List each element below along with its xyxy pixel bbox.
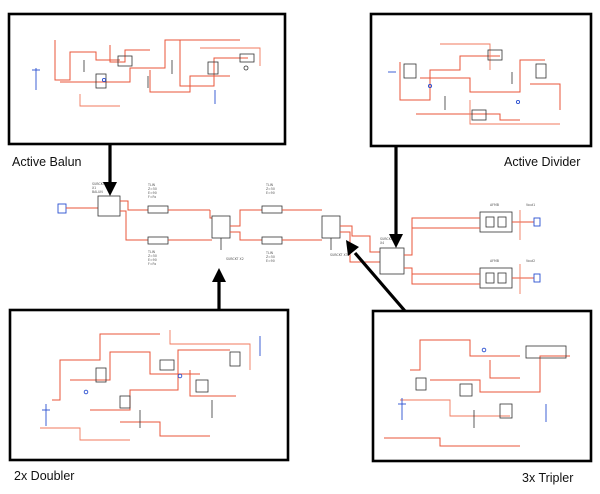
active-divider-frame bbox=[369, 12, 593, 148]
svg-text:Vout1: Vout1 bbox=[526, 203, 535, 207]
svg-text:TLIN: TLIN bbox=[265, 183, 274, 187]
input-port bbox=[57, 203, 98, 214]
arrow-balun-to-balun-block bbox=[103, 144, 117, 196]
active-divider-schematic bbox=[388, 43, 561, 125]
doubler-label: 2x Doubler bbox=[14, 469, 74, 483]
tripler-panel: 3x Tripler bbox=[371, 309, 593, 485]
svg-text:X4: X4 bbox=[380, 241, 384, 245]
svg-text:E=90: E=90 bbox=[148, 258, 157, 262]
active-balun-panel: Active Balun bbox=[7, 12, 287, 169]
svg-text:AFMB: AFMB bbox=[490, 203, 499, 207]
svg-text:SUBCKT X2: SUBCKT X2 bbox=[226, 257, 244, 261]
svg-text:SUBCKT: SUBCKT bbox=[92, 182, 105, 186]
balun-block: SUBCKT X1 BALUN bbox=[92, 182, 121, 217]
svg-text:Vout2: Vout2 bbox=[526, 259, 535, 263]
active-balun-frame bbox=[7, 12, 287, 146]
svg-text:F=Fo: F=Fo bbox=[148, 262, 156, 266]
svg-text:Z=50: Z=50 bbox=[148, 254, 157, 258]
svg-text:E=90: E=90 bbox=[148, 191, 157, 195]
active-divider-panel: Active Divider bbox=[369, 12, 593, 169]
svg-text:X1: X1 bbox=[92, 186, 96, 190]
doubler-schematic bbox=[40, 330, 261, 441]
svg-text:E=90: E=90 bbox=[266, 259, 275, 263]
svg-text:BALUN: BALUN bbox=[92, 190, 103, 194]
svg-text:E=90: E=90 bbox=[266, 191, 275, 195]
svg-text:Z=50: Z=50 bbox=[266, 255, 275, 259]
svg-text:Z=50: Z=50 bbox=[266, 187, 275, 191]
tripler-frame bbox=[371, 309, 593, 463]
arrow-divider-to-divider-block bbox=[389, 147, 403, 248]
top-level-schematic: SUBCKT X1 BALUN TLIN Z=50 E=90 F=Fo TLIN… bbox=[57, 182, 541, 294]
svg-text:TLIN: TLIN bbox=[147, 250, 156, 254]
output-stage-lower: AFMB Vout2 bbox=[412, 259, 541, 294]
doubler-frame bbox=[8, 308, 290, 462]
tripler-label: 3x Tripler bbox=[522, 471, 573, 485]
svg-text:TLIN: TLIN bbox=[147, 183, 156, 187]
svg-text:SUBCKT X3: SUBCKT X3 bbox=[330, 253, 348, 257]
svg-text:Z=50: Z=50 bbox=[148, 187, 157, 191]
doubler-panel: 2x Doubler bbox=[8, 308, 290, 483]
active-divider-label: Active Divider bbox=[504, 155, 580, 169]
doubler-block: SUBCKT X2 bbox=[211, 215, 244, 261]
svg-text:F=Fo: F=Fo bbox=[148, 195, 156, 199]
active-balun-label: Active Balun bbox=[12, 155, 82, 169]
active-balun-schematic bbox=[32, 39, 261, 107]
output-stage-upper: AFMB Vout1 bbox=[412, 203, 541, 240]
svg-text:TLIN: TLIN bbox=[265, 251, 274, 255]
tripler-schematic bbox=[384, 339, 570, 447]
arrow-doubler-to-doubler-block bbox=[212, 268, 226, 310]
svg-text:AFMB: AFMB bbox=[490, 259, 499, 263]
divider-block: SUBCKT X4 bbox=[379, 237, 405, 275]
arrow-tripler-to-tripler-block bbox=[346, 240, 407, 313]
tripler-block: SUBCKT X3 bbox=[321, 215, 348, 257]
svg-text:SUBCKT: SUBCKT bbox=[380, 237, 393, 241]
